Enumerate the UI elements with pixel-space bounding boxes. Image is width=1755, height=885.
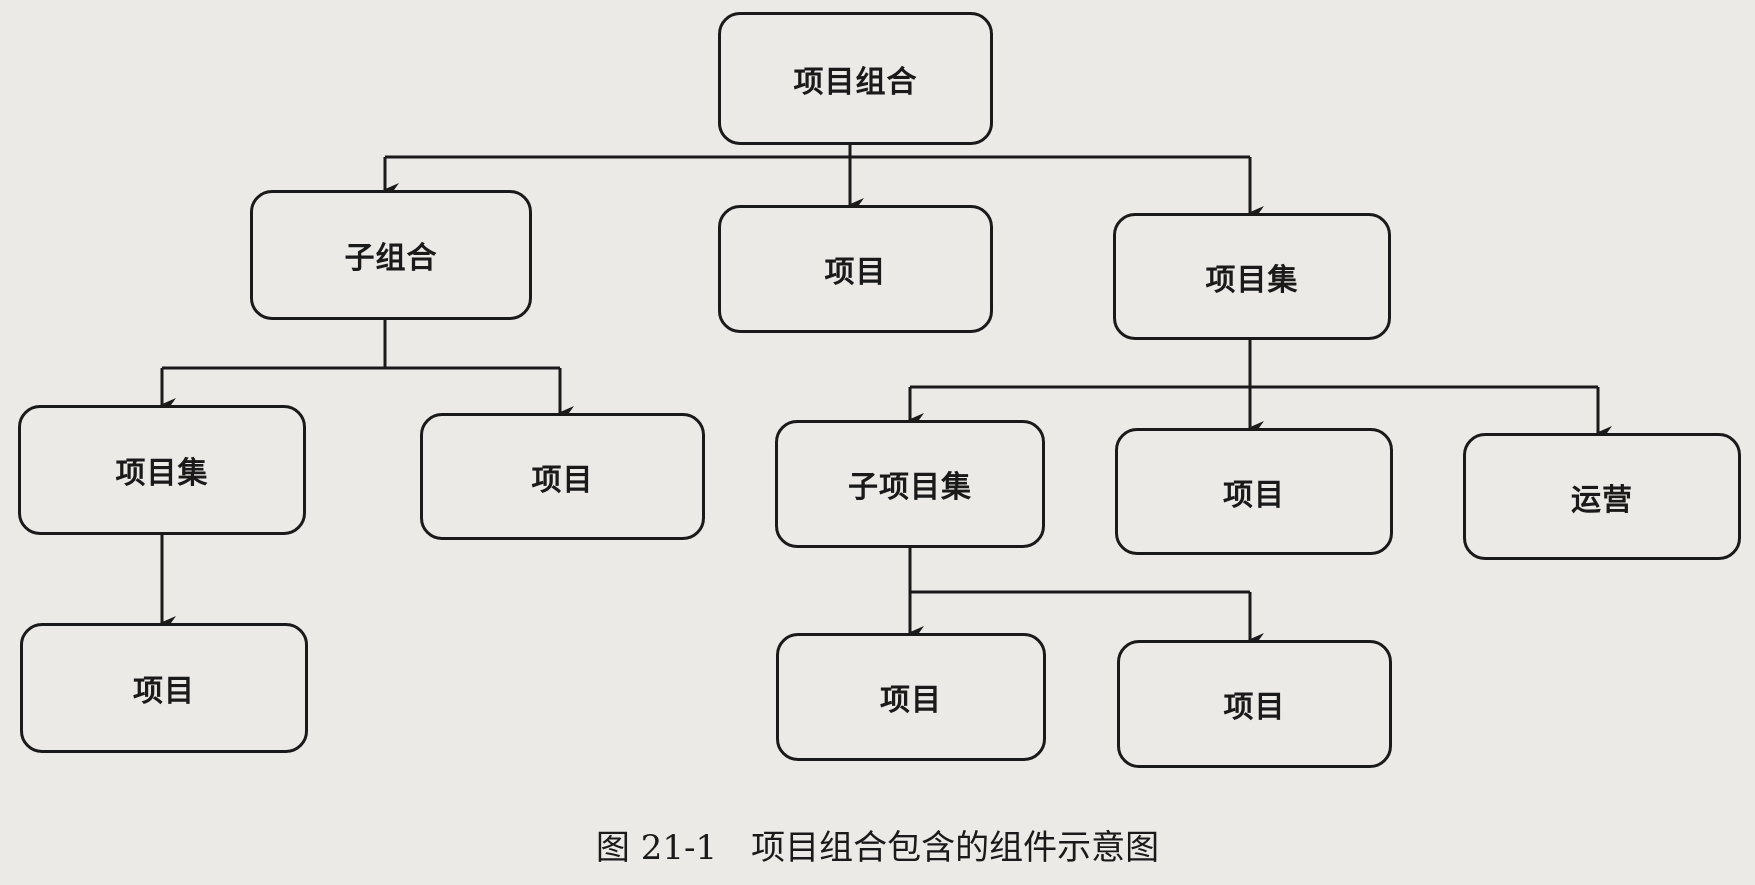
node-program-left: 项目集 — [18, 405, 306, 535]
node-portfolio: 项目组合 — [718, 12, 993, 145]
figure-caption-text: 项目组合包含的组件示意图 — [751, 828, 1160, 868]
node-project-bottom-1: 项目 — [776, 633, 1046, 761]
figure-caption: 图 21-1 项目组合包含的组件示意图 — [0, 820, 1755, 869]
node-project-left-bottom: 项目 — [20, 623, 308, 753]
node-project-bottom-2: 项目 — [1117, 640, 1392, 768]
node-project-left-mid: 项目 — [420, 413, 705, 540]
node-project-top: 项目 — [718, 205, 993, 333]
node-operations: 运营 — [1463, 433, 1741, 560]
node-sub-program: 子项目集 — [775, 420, 1045, 548]
node-sub-portfolio: 子组合 — [250, 190, 532, 320]
node-project-mid: 项目 — [1115, 428, 1393, 555]
figure-caption-number: 图 21-1 — [595, 828, 718, 868]
node-program-top: 项目集 — [1113, 213, 1391, 340]
